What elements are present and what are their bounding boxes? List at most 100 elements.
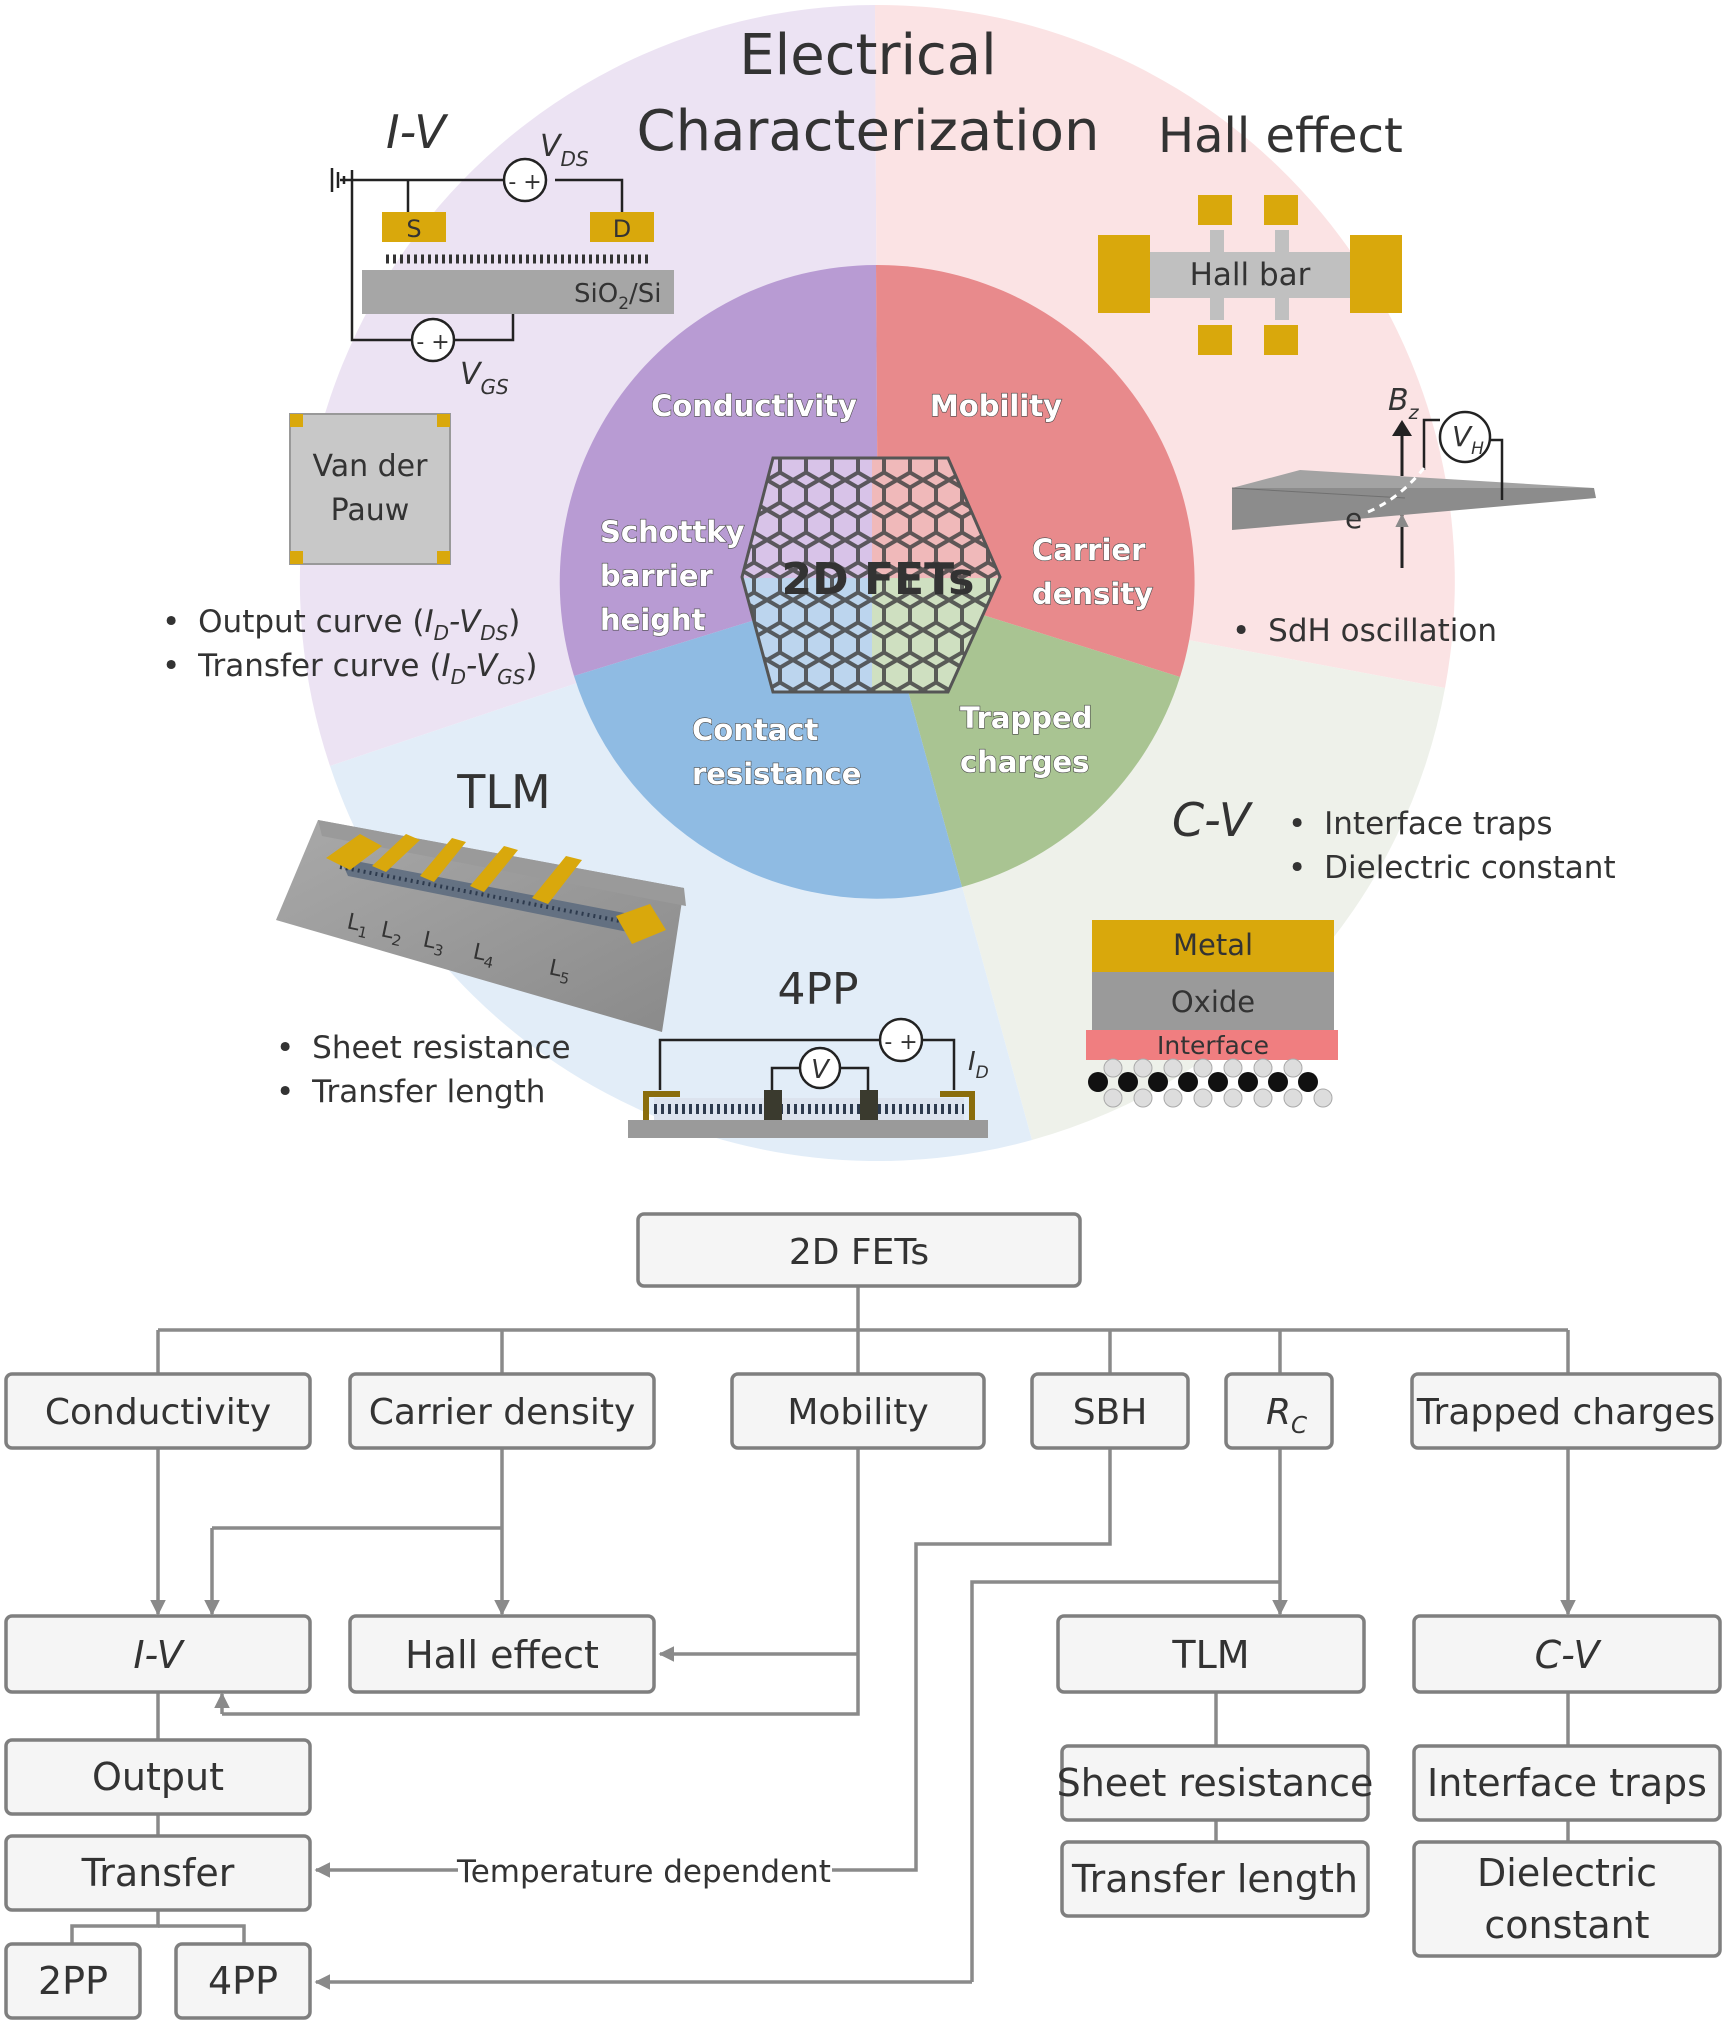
hall-pad-top-right	[1264, 195, 1298, 225]
flow-root-box	[636, 1212, 1082, 1288]
flow-transfer-length-box	[1060, 1840, 1370, 1918]
fpp-outer-contact-right	[940, 1091, 975, 1120]
flow-conductivity-label: Conductivity	[45, 1392, 271, 1433]
cv-heading: C-V	[1172, 793, 1254, 847]
fpp-sign: - +	[884, 1030, 917, 1055]
iv-vgs-sign: - +	[416, 330, 449, 355]
flow-sheet-resistance-box	[1060, 1744, 1370, 1822]
fpp-voltmeter-label: V	[811, 1055, 831, 1085]
hall-pad-top-left	[1198, 195, 1232, 225]
cv-interface-label: Interface	[1157, 1031, 1269, 1060]
tlm-heading: TLM	[456, 765, 550, 819]
cv-oxide-label: Oxide	[1171, 985, 1255, 1019]
flow-iv-label: I-V	[133, 1633, 185, 1677]
flow-hall-box	[348, 1614, 656, 1694]
flow-tlm-label: TLM	[1171, 1633, 1249, 1677]
flow-mobility-label: Mobility	[787, 1392, 928, 1433]
flow-4pp-label: 4PP	[208, 1959, 278, 2003]
flow-4pp-box	[174, 1942, 312, 2020]
iv-vds-label: VDS	[540, 129, 589, 171]
iv-source-label: S	[406, 215, 421, 243]
van-der-pauw-label-2: Pauw	[331, 493, 410, 528]
hall-section: Hall effect Hall bar VH Bz e	[1098, 108, 1596, 649]
inner-label-trapped-2: charges	[960, 745, 1089, 779]
iv-heading: I-V	[386, 105, 449, 159]
tlm-l1: L1	[344, 909, 371, 942]
iv-bullet-transfer: • Transfer curve (ID-VGS)	[162, 648, 537, 689]
cv-interface-layer	[1086, 1030, 1338, 1060]
inner-label-mobility: Mobility	[930, 389, 1062, 423]
tlm-bullet-transfer: • Transfer length	[276, 1074, 545, 1110]
tlm-pad-4	[470, 846, 518, 892]
wheel-title-line1: Electrical	[739, 23, 996, 88]
hall-bullet-sdh: • SdH oscillation	[1232, 613, 1497, 649]
tlm-l3: L3	[420, 927, 447, 960]
cv-metal-layer	[1092, 920, 1334, 972]
flow-cv-box	[1412, 1614, 1722, 1694]
inner-label-trapped-1: Trapped	[960, 701, 1092, 735]
tlm-section: TLM L1 L2 L3 L4 L5 • Sheet resistance • …	[276, 765, 686, 1110]
flow-transfer-box	[4, 1834, 312, 1912]
inner-label-carrier-1: Carrier	[1032, 533, 1146, 567]
fpp-outer-contact-left	[643, 1091, 680, 1120]
tlm-l5: L5	[546, 955, 573, 988]
flow-tlm-box	[1056, 1614, 1366, 1694]
flow-iv-box	[4, 1614, 312, 1694]
cv-trap-dots	[1088, 1058, 1333, 1108]
tlm-pad-5	[532, 856, 582, 904]
tlm-l2: L2	[378, 917, 405, 950]
iv-bullet-output: • Output curve (ID-VDS)	[162, 604, 520, 645]
iv-substrate-label: SiO2/Si	[574, 279, 662, 314]
tlm-spacing-labels: L1 L2 L3 L4 L5	[344, 909, 573, 988]
iv-drain-label: D	[613, 215, 631, 243]
cv-section: C-V • Interface traps • Dielectric const…	[1086, 793, 1616, 1108]
tlm-pad-1	[326, 834, 382, 870]
flow-sbh-label: SBH	[1073, 1392, 1148, 1433]
flow-conductivity-box	[4, 1372, 312, 1450]
flow-2pp-label: 2PP	[38, 1959, 108, 2003]
iv-drain-contact	[590, 212, 654, 242]
wheel-title-line2: Characterization	[636, 99, 1099, 164]
hall-heading: Hall effect	[1158, 108, 1403, 164]
flow-root-label: 2D FETs	[789, 1232, 929, 1273]
flow-trapped-box	[1410, 1372, 1722, 1450]
graphene-hexagon: 2D FETs	[740, 456, 1002, 694]
flow-trapped-label: Trapped charges	[1416, 1392, 1715, 1433]
inner-label-sbh-1: Schottky	[600, 515, 745, 549]
fpp-substrate	[628, 1120, 988, 1138]
flow-rc-box	[1224, 1372, 1334, 1450]
hall-bar	[1150, 252, 1350, 298]
hall-pad-bottom-right	[1264, 325, 1298, 355]
hall-pad-bottom-left	[1198, 325, 1232, 355]
tlm-pad-2	[372, 834, 420, 872]
flow-output-box	[4, 1738, 312, 1816]
inner-label-conductivity: Conductivity	[651, 389, 857, 423]
hall-bz-label: Bz	[1388, 383, 1420, 424]
van-der-pauw-label-1: Van der	[313, 449, 429, 484]
flow-dielectric-box	[1412, 1840, 1722, 1958]
iv-section: I-V - + - + VDS VGS S D SiO2/Si	[162, 105, 674, 689]
flow-interface-traps-label: Interface traps	[1427, 1761, 1707, 1805]
flow-hall-label: Hall effect	[405, 1633, 599, 1677]
tlm-pad-3	[420, 838, 466, 882]
flow-output-label: Output	[92, 1755, 224, 1799]
flow-sbh-box	[1030, 1372, 1190, 1450]
tlm-l4: L4	[470, 939, 497, 972]
inner-label-contact-2: resistance	[692, 757, 861, 791]
flow-dielectric-label-1: Dielectric	[1477, 1851, 1657, 1895]
flow-temperature-dependent: Temperature dependent	[456, 1854, 831, 1890]
inner-label-sbh-3: height	[600, 603, 706, 637]
hall-bar-label: Hall bar	[1190, 257, 1311, 293]
hall-plate	[1232, 488, 1596, 530]
flowchart-connectors	[70, 1286, 1576, 1990]
iv-vgs-label: VGS	[460, 357, 509, 399]
characterization-wheel: 2D FETs Conductivity Mobility Schottky b…	[162, 4, 1616, 1162]
flow-transfer-length-label: Transfer length	[1071, 1857, 1358, 1901]
flow-dielectric-label-2: constant	[1484, 1903, 1649, 1947]
iv-source-contact	[382, 212, 446, 242]
cv-oxide-layer	[1092, 972, 1334, 1030]
tlm-pad-6	[616, 904, 666, 944]
fpp-inner-probe-left	[764, 1090, 782, 1120]
inner-label-sbh-2: barrier	[600, 559, 714, 593]
